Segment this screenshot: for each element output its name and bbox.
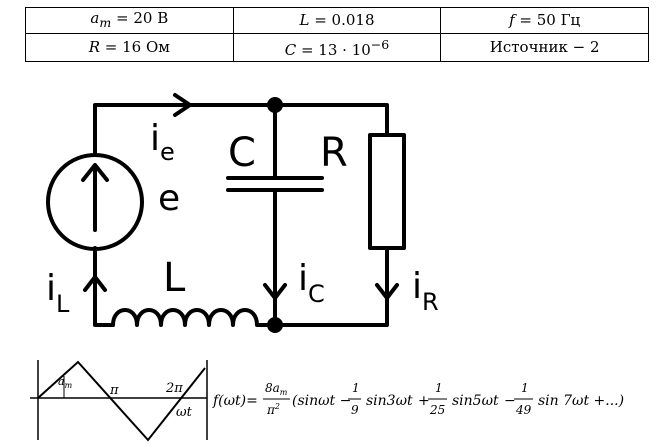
term2-num: 1: [435, 381, 443, 395]
ie-arrow-icon: [173, 93, 192, 117]
term3-num: 1: [521, 381, 529, 395]
node-top: [267, 97, 283, 113]
capacitance-cell: C = 13 · 10−6: [232, 33, 442, 62]
term1-fn: sin3ωt: [366, 393, 413, 409]
resistance-cell: R = 16 Ом: [25, 33, 234, 62]
capacitor-label: C: [228, 130, 256, 176]
inductor-coil: [111, 308, 277, 327]
formula-lhs: f(ωt)=: [212, 393, 258, 409]
table-row: R = 16 Ом C = 13 · 10−6 Источник − 2: [25, 33, 649, 62]
waveform-axis-label: ωt: [176, 405, 193, 420]
capacitor-current-label: iC: [298, 258, 325, 308]
node-bottom: [267, 317, 283, 333]
source-arrow-head: [81, 163, 109, 182]
inductor-label: L: [163, 255, 186, 301]
source-current-label: ie: [150, 118, 175, 166]
term1-num: 1: [352, 381, 360, 395]
formula-coef-num: 8am: [265, 381, 288, 397]
ic-arrow-icon: [263, 283, 287, 300]
term2-den: 25: [429, 403, 445, 417]
term1-den: 9: [351, 403, 359, 417]
inductor-current-label: iL: [46, 268, 70, 318]
amplitude-cell: am = 20 В: [25, 7, 234, 34]
source-emf-label: e: [158, 178, 180, 219]
term3-fn: sin 7ωt +...): [538, 393, 624, 409]
left-wire: [93, 246, 115, 327]
resistor-body: [368, 133, 406, 250]
fourier-formula: f(ωt)= 8am π2 (sinωt − 1 9 sin3ωt + 1 25…: [212, 381, 624, 417]
resistor-label: R: [320, 130, 348, 176]
formula-coef-den: π2: [266, 402, 280, 417]
source-circle: [46, 153, 144, 251]
top-wire: [93, 103, 389, 157]
formula-series-start: (sinωt −: [292, 393, 351, 409]
resistor-current-label: iR: [412, 266, 439, 316]
ir-arrow-icon: [375, 283, 399, 300]
two-pi-label: 2π: [165, 381, 183, 396]
amplitude-label: am: [58, 375, 73, 390]
pi-label: π: [109, 383, 119, 398]
right-wire: [273, 246, 389, 327]
source-cell: Источник − 2: [440, 33, 649, 62]
triangle-waveform: [30, 360, 208, 442]
parameters-table: am = 20 В L = 0.018 f = 50 Гц R = 16 Ом …: [25, 7, 649, 62]
term3-den: 49: [515, 403, 532, 417]
waveform-triangle: [37, 360, 206, 442]
inductance-cell: L = 0.018: [232, 7, 442, 34]
term3-sign: −: [504, 393, 516, 409]
term2-sign: +: [418, 393, 430, 409]
term2-fn: sin5ωt: [452, 393, 499, 409]
il-arrow-icon: [83, 275, 107, 292]
